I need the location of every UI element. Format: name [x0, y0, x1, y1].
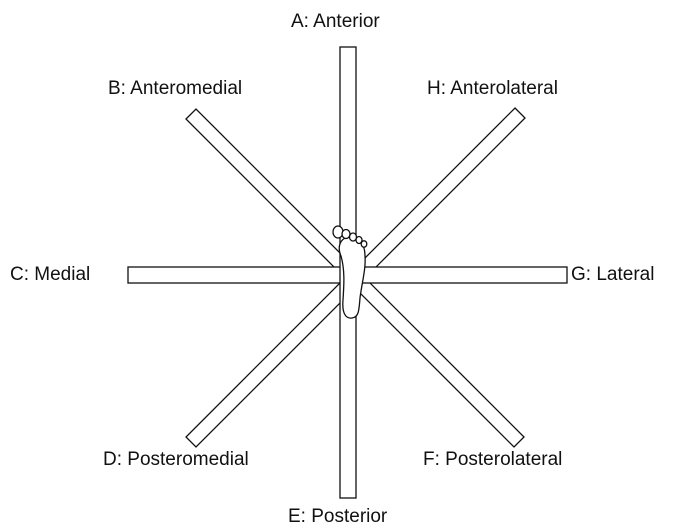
- label-lateral: G: Lateral: [571, 264, 654, 286]
- label-anteromedial: B: Anteromedial: [108, 78, 242, 100]
- label-posteromedial: D: Posteromedial: [103, 449, 249, 471]
- label-posterolateral: F: Posterolateral: [423, 449, 562, 471]
- label-posterior: E: Posterior: [288, 506, 387, 528]
- label-anterolateral: H: Anterolateral: [427, 78, 558, 100]
- label-anterior: A: Anterior: [291, 11, 380, 33]
- label-medial: C: Medial: [10, 264, 90, 286]
